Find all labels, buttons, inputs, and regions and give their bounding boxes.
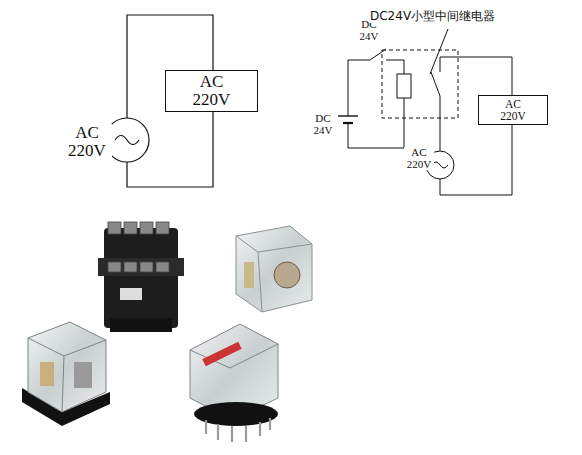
contactor-photo xyxy=(98,222,184,332)
base-relay-photo xyxy=(22,322,110,426)
box-text: AC 220V xyxy=(182,73,242,109)
battery-label: DC 24V xyxy=(308,113,338,136)
source-label: AC 220V xyxy=(62,124,112,160)
box-text: AC 220V xyxy=(493,98,533,122)
load-box: AC 220V xyxy=(478,95,548,125)
octal-relay-photo xyxy=(190,324,278,442)
relay-title: DC24V小型中间继电器 xyxy=(370,10,580,23)
cube-relay-photo xyxy=(236,226,312,312)
source-label: AC 220V xyxy=(404,147,434,170)
load-box: AC 220V xyxy=(165,70,258,112)
